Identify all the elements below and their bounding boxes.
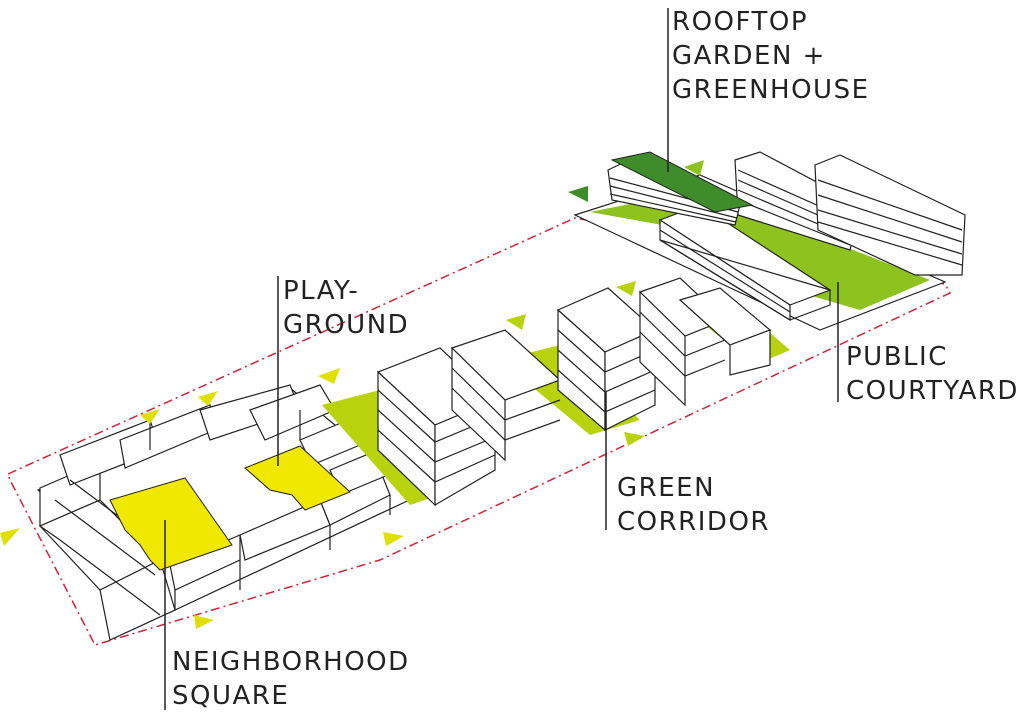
playground-area xyxy=(244,445,351,511)
neighborhood-block xyxy=(36,384,422,641)
playground-label: PLAY- GROUND xyxy=(283,274,409,342)
playground-label-line2: GROUND xyxy=(283,310,410,340)
neighborhood-square-area xyxy=(109,477,233,571)
rooftop-greenhouse-area xyxy=(610,151,754,213)
arrow-triangle xyxy=(624,432,645,446)
midrise-blocks xyxy=(376,277,772,507)
arrow-triangle xyxy=(198,391,218,406)
arrow-triangle xyxy=(684,160,704,176)
arrow-triangle xyxy=(140,409,160,424)
arrow-triangle xyxy=(318,368,340,384)
leader-lines xyxy=(164,8,839,710)
green-corridor-label: GREEN CORRIDOR xyxy=(617,471,770,539)
courtyard-block xyxy=(573,151,966,331)
rooftop-label-line3: GREENHOUSE xyxy=(672,75,870,105)
corridor-label-line1: GREEN xyxy=(617,473,716,503)
directional-arrows xyxy=(0,160,704,629)
arrow-triangle xyxy=(194,615,214,629)
arrow-triangle xyxy=(568,186,588,202)
rooftop-label-line1: ROOFTOP xyxy=(672,7,809,37)
courtyard-label-line2: COURTYARD xyxy=(846,376,1019,406)
arrow-triangle xyxy=(506,314,526,330)
square-label-line1: NEIGHBORHOOD xyxy=(172,647,410,677)
arrow-triangle xyxy=(0,528,20,546)
courtyard-label-line1: PUBLIC xyxy=(846,342,948,372)
neighborhood-square-label: NEIGHBORHOOD SQUARE xyxy=(172,645,410,713)
playground-label-line1: PLAY- xyxy=(283,276,360,306)
rooftop-garden-label: ROOFTOP GARDEN + GREENHOUSE xyxy=(672,5,870,107)
square-label-line2: SQUARE xyxy=(172,681,290,711)
arrow-triangle xyxy=(616,281,636,296)
corridor-label-line2: CORRIDOR xyxy=(617,507,770,537)
rooftop-label-line2: GARDEN + xyxy=(672,41,826,71)
arrow-triangle xyxy=(383,532,404,546)
public-courtyard-label: PUBLIC COURTYARD xyxy=(846,340,1019,408)
